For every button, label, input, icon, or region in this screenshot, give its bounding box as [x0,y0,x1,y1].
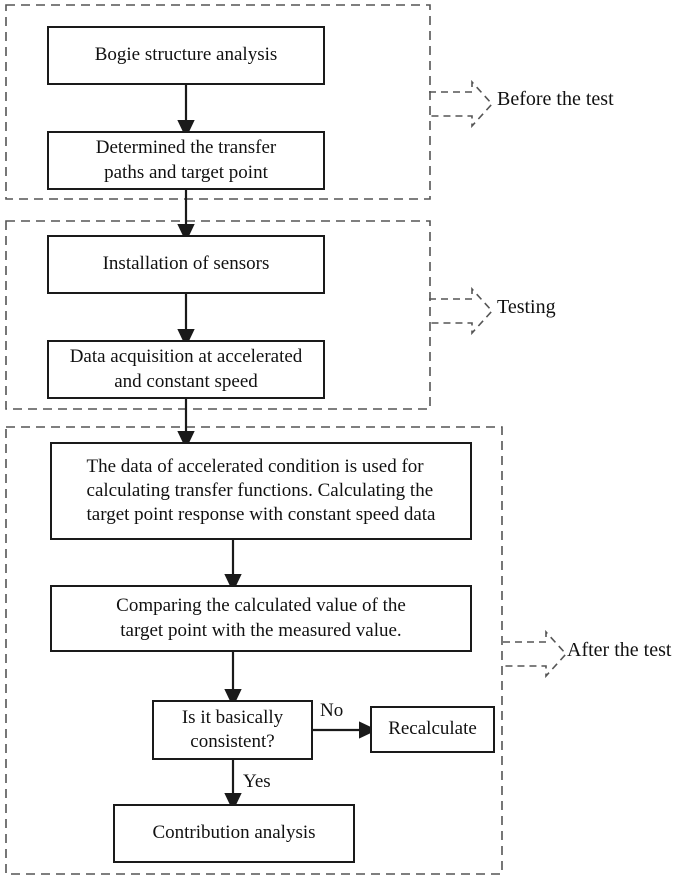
group-label-before-the-test: Before the test [497,88,614,110]
node-label: Is it basically consistent? [181,706,284,752]
group-label-after-the-test: After the test [567,639,672,661]
node-recalculate[interactable]: Recalculate [370,706,495,753]
edge-label-yes: Yes [243,771,271,792]
node-label: Determined the transfer paths and target… [95,137,277,183]
group-callout-arrow-before [429,79,494,129]
group-callout-arrow-testing [429,286,494,336]
group-frame-after [5,426,503,875]
node-label: Comparing the calculated value of the ta… [116,595,406,641]
node-label: The data of accelerated condition is use… [86,455,436,526]
node-label: Contribution analysis [152,822,316,844]
node-bogie-structure-analysis[interactable]: Bogie structure analysis [47,26,325,85]
node-contribution-analysis[interactable]: Contribution analysis [113,804,355,863]
node-data-acquisition[interactable]: Data acquisition at accelerated and cons… [47,340,325,399]
edge-label-no: No [320,700,344,721]
node-determined-transfer-paths[interactable]: Determined the transfer paths and target… [47,131,325,190]
node-decision-basically-consistent[interactable]: Is it basically consistent? [152,700,313,760]
node-label: Data acquisition at accelerated and cons… [69,346,303,392]
node-transfer-function-calculation[interactable]: The data of accelerated condition is use… [50,442,472,540]
node-installation-of-sensors[interactable]: Installation of sensors [47,235,325,294]
group-frame-testing [5,220,431,410]
group-label-testing: Testing [497,296,556,318]
group-callout-arrow-after [503,629,568,679]
node-compare-calculated-measured[interactable]: Comparing the calculated value of the ta… [50,585,472,652]
node-label: Bogie structure analysis [94,44,278,66]
node-label: Recalculate [388,718,477,740]
group-frame-before [5,4,431,200]
node-label: Installation of sensors [102,253,270,275]
